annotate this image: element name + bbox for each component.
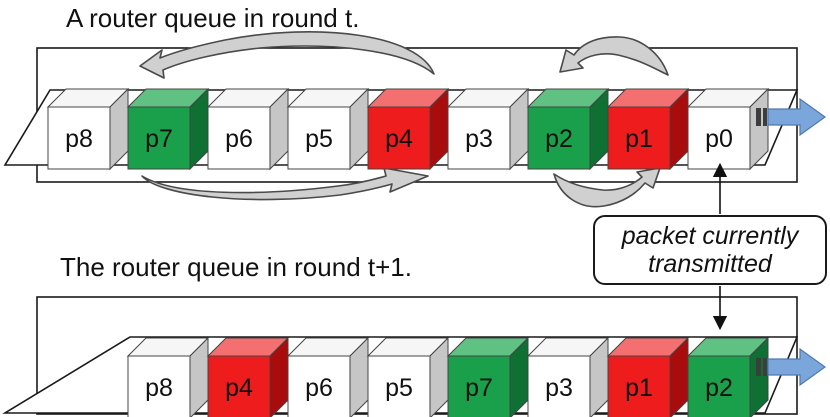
packet-label: p3 (545, 374, 573, 402)
packet-cube: p1 (606, 336, 690, 417)
transmitted-callout: packet currently transmitted (593, 215, 827, 285)
packet-cube: p4 (366, 87, 450, 171)
packet-label: p8 (145, 374, 173, 402)
packet-label: p0 (705, 125, 733, 153)
queue-round-t-plus-1: p8 p4 p6 p5 p7 p3 p1 p2 (126, 336, 770, 417)
packet-front-face (287, 106, 351, 170)
packet-cube: p6 (206, 87, 290, 171)
packet-cube: p8 (46, 87, 130, 171)
packet-cube: p7 (446, 336, 530, 417)
packet-cube: p7 (126, 87, 210, 171)
packet-cube: p3 (526, 336, 610, 417)
packet-front-face (367, 355, 431, 417)
packet-label: p4 (385, 125, 413, 153)
packet-cube: p2 (686, 336, 770, 417)
packet-label: p5 (305, 125, 333, 153)
packet-front-face (687, 106, 751, 170)
output-arrow-bottom (756, 347, 827, 387)
packet-label: p7 (465, 374, 493, 402)
packet-cube: p8 (126, 336, 210, 417)
packet-cube: p1 (606, 87, 690, 171)
output-arrow-top (756, 97, 827, 137)
packet-front-face (287, 355, 351, 417)
packet-cube: p5 (366, 336, 450, 417)
packet-label: p6 (225, 125, 253, 153)
swap-arrow-upper-small (559, 36, 669, 76)
packet-cube: p3 (446, 87, 530, 171)
packet-cube: p6 (286, 336, 370, 417)
title-round-t-plus-1: The router queue in round t+1. (60, 252, 412, 282)
packet-label: p3 (465, 125, 493, 153)
swap-arrow-upper-large (139, 31, 435, 79)
packet-front-face (127, 355, 191, 417)
packet-front-face (607, 106, 671, 170)
packet-front-face (367, 106, 431, 170)
packet-front-face (527, 106, 591, 170)
packet-cube: p0 (686, 87, 770, 171)
callout-line-2: transmitted (648, 250, 772, 278)
packet-front-face (607, 355, 671, 417)
packet-front-face (447, 106, 511, 170)
packet-front-face (687, 355, 751, 417)
packet-label: p6 (305, 374, 333, 402)
packet-label: p1 (625, 125, 653, 153)
packet-label: p5 (385, 374, 413, 402)
packet-front-face (527, 355, 591, 417)
packet-label: p8 (65, 125, 93, 153)
swap-arrows (139, 31, 669, 208)
packet-front-face (127, 106, 191, 170)
title-round-t: A router queue in round t. (66, 3, 360, 33)
packet-label: p7 (145, 125, 173, 153)
queue-round-t: p8 p7 p6 p5 p4 p3 p2 p1 p0 (46, 87, 770, 171)
swap-arrow-lower-large (141, 167, 429, 201)
packet-cube: p2 (526, 87, 610, 171)
packet-label: p2 (545, 125, 573, 153)
packet-front-face (447, 355, 511, 417)
packet-cube: p4 (206, 336, 290, 417)
packet-label: p4 (225, 374, 253, 402)
packet-front-face (207, 355, 271, 417)
packet-cube: p5 (286, 87, 370, 171)
packet-label: p1 (625, 374, 653, 402)
packet-label: p2 (705, 374, 733, 402)
swap-arrow-lower-small (553, 167, 661, 208)
packet-front-face (47, 106, 111, 170)
callout-line-1: packet currently (621, 222, 799, 250)
packet-front-face (207, 106, 271, 170)
